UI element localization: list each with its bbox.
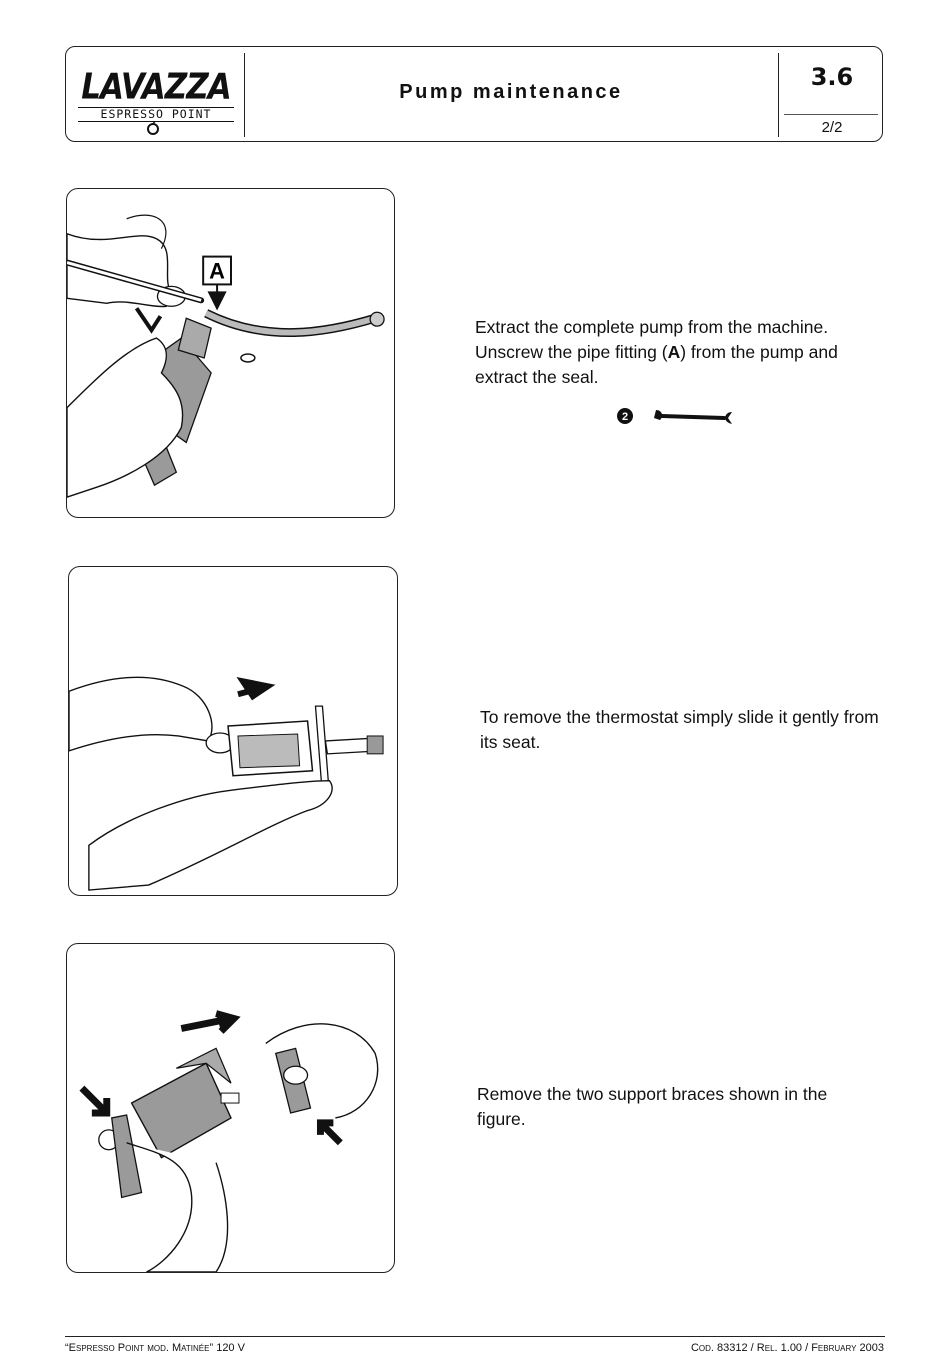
thermostat-illustration [69, 676, 384, 891]
page-title: Pump maintenance [399, 81, 623, 103]
logo-brand: LAVAZZA [81, 66, 231, 108]
tool-number: 2 [622, 411, 628, 423]
footer-model: “Espresso Point mod. Matinée” 120 V [65, 1342, 245, 1354]
support-braces-illustration [79, 1010, 379, 1272]
step-text-remove-thermostat: To remove the thermostat simply slide it… [480, 707, 879, 752]
lavazza-logo: LAVAZZA ESPRESSO POINT [78, 66, 234, 135]
step-text-part: Extract the complete pump from the machi… [475, 317, 829, 362]
page-number: 2/2 [821, 119, 843, 136]
pump-extraction-illustration: A [67, 214, 385, 498]
wrench-icon [654, 410, 732, 424]
wrench-tool-indicator: 2 [617, 408, 732, 424]
footer-divider [65, 1336, 885, 1337]
cup-icon [147, 121, 159, 135]
page-header: LAVAZZA ESPRESSO POINT Pump maintenance … [65, 46, 883, 142]
figure-support-braces [66, 943, 395, 1273]
step-text-part: ) from the pump and extract the seal. [475, 342, 838, 387]
section-number: 3.6 [810, 63, 854, 91]
callout-a-label: A [209, 258, 225, 283]
figure-thermostat-removal [68, 566, 398, 896]
header-divider [784, 114, 878, 115]
header-divider [778, 53, 779, 137]
step-text-emphasis: A [667, 342, 681, 362]
logo-subtitle: ESPRESSO POINT [78, 107, 234, 122]
tool-number-badge [617, 408, 633, 424]
header-divider [244, 53, 245, 137]
figure-pump-extraction: A [66, 188, 395, 518]
footer-code: Cod. 83312 / Rel. 1.00 / February 2003 [690, 1342, 884, 1354]
step-text-remove-braces: Remove the two support braces shown in t… [477, 1084, 828, 1129]
step-text-extract-pump: Extract the complete pump from the machi… [475, 315, 855, 390]
